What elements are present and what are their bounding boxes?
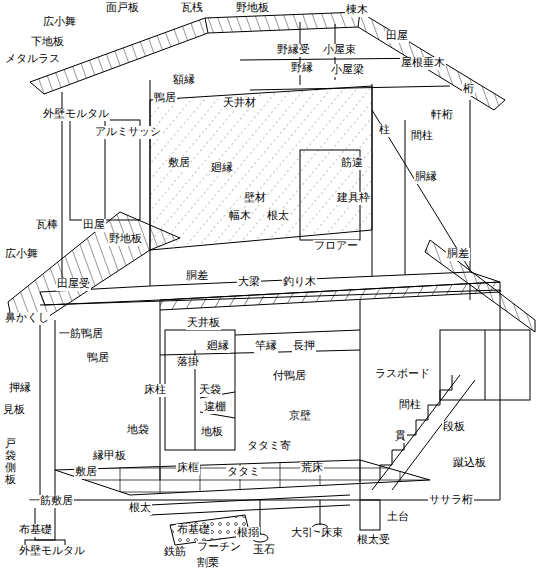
part-label: 違棚 (203, 401, 227, 414)
part-label: 大梁 (237, 276, 261, 289)
part-label: 屋根垂木 (400, 57, 446, 70)
part-label: 地袋 (126, 424, 150, 437)
part-label: 京壁 (288, 410, 312, 423)
part-label: 胴差 (185, 270, 209, 283)
part-label: 廻縁 (206, 340, 230, 353)
part-label: 敷居 (167, 157, 191, 170)
part-label: 瓦棒 (35, 219, 59, 232)
part-label: 筋違 (340, 157, 364, 170)
part-label: 一筋敷居 (28, 495, 74, 508)
part-label: 鼻かくし (4, 312, 50, 325)
part-label: 段板 (442, 421, 466, 434)
part-label: 野縁受 (276, 44, 311, 57)
part-label: 廻縁 (210, 162, 234, 175)
part-label: 縁甲板 (92, 450, 127, 463)
part-label: 壁材 (243, 192, 267, 205)
part-label: タタミ寄 (246, 440, 292, 453)
part-label: 柱 (378, 124, 391, 137)
part-label: 割栗 (196, 557, 220, 570)
part-label: 小屋梁 (330, 64, 365, 77)
part-label: タタミ (226, 466, 261, 479)
part-label: 竿縁 (254, 340, 278, 353)
part-label: 天井材 (222, 97, 257, 110)
part-label: ササラ桁 (428, 494, 474, 507)
part-label: 根搦 (236, 527, 260, 540)
part-label: 布基礎 (18, 524, 53, 537)
part-label: 鉄筋 (163, 546, 187, 559)
part-label: 鴨居 (153, 92, 177, 105)
part-label: 布基礎 (176, 524, 211, 537)
part-label: 荒床 (300, 462, 324, 475)
part-label: 付鴨居 (272, 370, 307, 383)
part-label: 建具枠 (336, 192, 371, 205)
part-label: ラスボード (374, 368, 431, 381)
part-label: 天井板 (186, 317, 221, 330)
part-label: 根太 (128, 502, 152, 515)
part-label: 長押 (292, 340, 316, 353)
part-label: 敷居 (74, 466, 98, 479)
part-label: 小屋束 (322, 44, 357, 57)
part-label: 見板 (2, 404, 26, 417)
part-label: 下地板 (30, 36, 65, 49)
part-label: 落掛 (176, 356, 200, 369)
part-label: 棟木 (345, 4, 369, 17)
part-label: 田屋 (385, 30, 409, 43)
part-label: 間柱 (410, 130, 434, 143)
part-label: 地板 (200, 426, 224, 439)
part-label: 床框 (176, 462, 200, 475)
part-label: 床束 (320, 527, 344, 540)
part-label: 幅木 (228, 210, 252, 223)
part-label: 貫 (394, 430, 407, 443)
part-label: 大引 (290, 527, 314, 540)
part-label: 釣り木 (282, 276, 317, 289)
part-label: 広小舞 (42, 16, 77, 29)
part-label: 広小舞 (4, 248, 39, 261)
part-label: 胴差 (446, 248, 470, 261)
part-label: 一筋鴨居 (58, 328, 104, 341)
part-label: 外壁モルタル (18, 545, 86, 558)
part-label: 田屋 (82, 219, 106, 232)
part-label: 押縁 (8, 382, 32, 395)
part-label: 土台 (386, 511, 410, 524)
part-label: 間柱 (398, 399, 422, 412)
part-label: 蹴込板 (452, 457, 487, 470)
part-label: 面戸板 (105, 2, 140, 15)
part-label: フーチン (196, 541, 242, 554)
part-label: 外壁モルタル (42, 108, 110, 121)
part-label: 瓦桟 (180, 2, 204, 15)
part-label: 根太受 (356, 534, 391, 547)
part-label: 野縁 (290, 62, 314, 75)
part-label: 額縁 (172, 74, 196, 87)
part-label: 戸袋側板 (4, 438, 17, 486)
part-label: アルミサッシ (94, 126, 162, 139)
part-label: 鴨居 (86, 352, 110, 365)
part-label: フロアー (313, 240, 359, 253)
part-label: 天袋 (198, 384, 222, 397)
part-label: 桁 (462, 83, 475, 96)
part-label: 根太 (266, 210, 290, 223)
part-label: 玉石 (252, 544, 276, 557)
part-label: 野地板 (108, 233, 143, 246)
part-label: メタルラス (4, 53, 61, 66)
part-label: 軒桁 (430, 109, 454, 122)
part-label: 野地板 (235, 2, 270, 15)
part-label: 胴縁 (414, 171, 438, 184)
part-label: 田屋受 (56, 278, 91, 291)
part-label: 床柱 (143, 384, 167, 397)
